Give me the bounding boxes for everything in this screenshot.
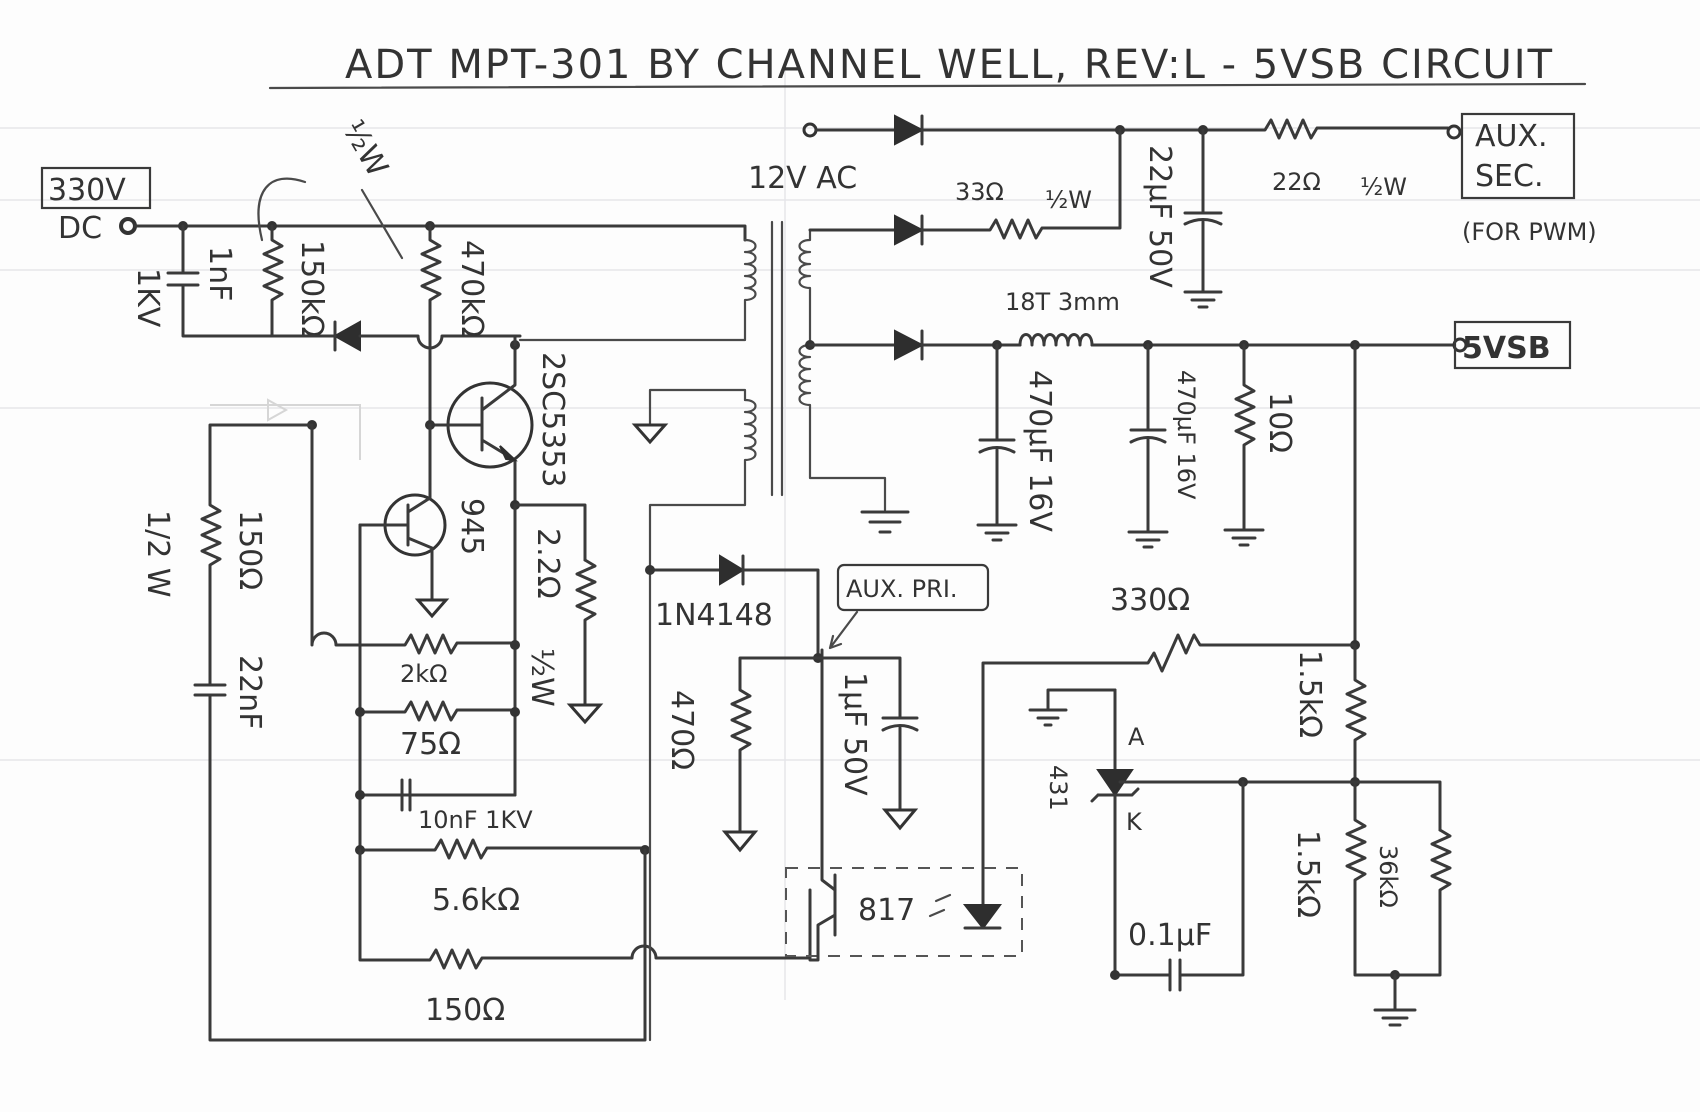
- resistor-36k: [1393, 828, 1452, 977]
- c-aux-label: 1µF 50V: [837, 672, 872, 796]
- resistor-bleeder: [1223, 343, 1265, 547]
- c-input-rating-label: 1KV: [130, 268, 165, 328]
- c-snub-label: 22nF: [232, 655, 267, 729]
- title-underline: [268, 82, 1587, 90]
- diode-aux-b: [894, 214, 925, 246]
- optocoupler: [785, 867, 1023, 957]
- diode-clamp: [332, 320, 361, 352]
- optocoupler-transistor: [808, 648, 837, 962]
- tl431-cathode-label: K: [1126, 808, 1143, 836]
- shunt-regulator-tl431: [1028, 688, 1140, 977]
- c-100n-label: 0.1µF: [1128, 918, 1212, 953]
- r-startup-a-label: 150kΩ: [294, 240, 329, 338]
- ground-secondary: [860, 510, 910, 534]
- tl431-anode-label: A: [1128, 723, 1145, 751]
- diode-aux-a: [894, 114, 925, 146]
- resistor-divider-top: [1345, 643, 1367, 784]
- r-1k5-top-label: 1.5kΩ: [1292, 650, 1327, 738]
- r-33-power-label: ½W: [1045, 186, 1092, 214]
- input-type-label: DC: [58, 211, 102, 246]
- r-aux-label: 470Ω: [664, 690, 699, 770]
- schematic-title: ADT MPT-301 BY CHANNEL WELL, REV:L - 5VS…: [345, 42, 1554, 88]
- output-label: 5VSB: [1462, 331, 1551, 366]
- aux-pri-label: AUX. PRI.: [846, 575, 958, 603]
- output-box: [1453, 320, 1572, 370]
- resistor-startup-a: [262, 224, 284, 338]
- inductor-label: 18T 3mm: [1005, 288, 1120, 316]
- r-22-label: 22Ω: [1272, 168, 1321, 196]
- r-10-label: 10Ω: [1262, 392, 1297, 453]
- q-driver-label: 945: [454, 498, 489, 555]
- ground-aux-winding: [631, 423, 669, 445]
- r-startup-b-label: 470kΩ: [454, 240, 489, 338]
- ground-emitter: [566, 703, 604, 725]
- input-terminal[interactable]: [119, 217, 137, 235]
- c-10n-label: 10nF 1KV: [418, 806, 533, 834]
- r-330-label: 330Ω: [1110, 583, 1190, 618]
- transformer: [518, 220, 887, 1042]
- r-1k5-bot-label: 1.5kΩ: [1290, 830, 1325, 918]
- input-voltage-box: [40, 166, 152, 210]
- r-emitter-power-label: ½W: [524, 648, 559, 707]
- diode-1n4148: [719, 554, 745, 586]
- aux-sec-box: [1460, 112, 1576, 200]
- aux-sec-label-line1: AUX.: [1475, 119, 1548, 154]
- ground-aux-cap: [881, 808, 919, 831]
- d-aux-label: 1N4148: [655, 598, 773, 633]
- r-snub-power-label: 1/2 W: [140, 510, 175, 597]
- r-150-fb-label: 150Ω: [425, 993, 505, 1028]
- aux-sec-terminal[interactable]: [1446, 124, 1462, 140]
- aux-sec-label-line2: SEC.: [1475, 159, 1543, 194]
- c-470b-label: 470µF 16V: [1172, 370, 1200, 500]
- r-33-label: 33Ω: [955, 178, 1004, 206]
- capacitor-c-input: [166, 224, 274, 338]
- optocoupler-led: [928, 893, 1002, 930]
- tl431-label: 431: [1044, 765, 1072, 811]
- c-input-label: 1nF: [202, 246, 237, 301]
- power-note-arrow-a: [257, 177, 307, 242]
- r-2k-label: 2kΩ: [400, 660, 448, 688]
- resistor-startup-b: [420, 224, 442, 422]
- r-emitter-label: 2.2Ω: [530, 528, 565, 599]
- power-note-arrow-b: [360, 188, 404, 260]
- inductor-output: [1018, 333, 1094, 347]
- r-5k6-label: 5.6kΩ: [432, 883, 520, 918]
- input-voltage-label: 330V: [48, 173, 126, 208]
- secondary-ac-label: 12V AC: [748, 161, 857, 196]
- aux-pri-arrow: [828, 610, 859, 650]
- c-22u-label: 22µF 50V: [1142, 145, 1177, 288]
- resistor-divider-bottom: [1345, 780, 1397, 977]
- ac-terminal[interactable]: [802, 122, 818, 138]
- c-470a-label: 470µF 16V: [1022, 370, 1057, 532]
- r-snub-label: 150Ω: [232, 510, 267, 590]
- ground-driver: [414, 598, 450, 619]
- r-startup-a-power-label: ½W: [335, 115, 395, 183]
- diode-5vsb: [894, 329, 925, 361]
- resistor-emitter: [575, 558, 597, 707]
- r-22-power-label: ½W: [1360, 173, 1407, 201]
- q-main-label: 2SC5353: [535, 352, 570, 487]
- r-75-label: 75Ω: [400, 727, 461, 762]
- optocoupler-label: 817: [858, 893, 915, 928]
- aux-pri-box: [836, 563, 990, 612]
- aux-sec-note: (FOR PWM): [1462, 218, 1597, 246]
- ground-aux-resistor: [721, 830, 759, 853]
- r-36k-label: 36kΩ: [1374, 845, 1402, 908]
